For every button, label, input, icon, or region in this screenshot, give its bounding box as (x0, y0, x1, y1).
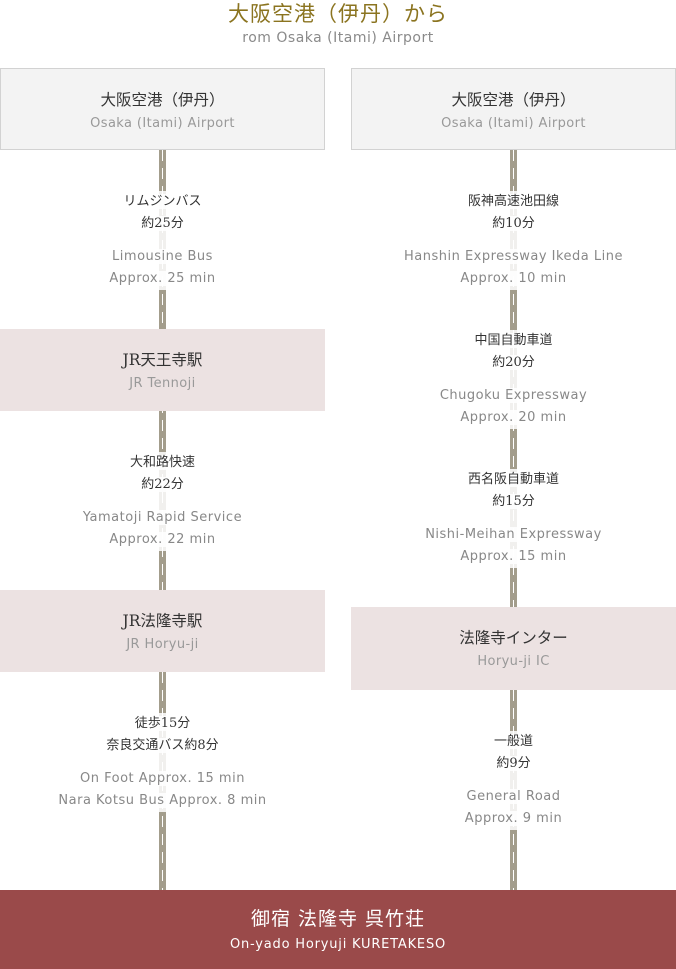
left-seg1-time-ja: 約25分 (140, 216, 185, 231)
left-station1-ja: JR天王寺駅 (122, 351, 203, 369)
right-seg4-time-ja: 約9分 (495, 756, 532, 771)
left-segment-2: 大和路快速 約22分 Yamatoji Rapid Service Approx… (0, 452, 325, 551)
page-title: 大阪空港（伊丹）から (228, 2, 448, 26)
destination-ja: 御宿 法隆寺 呉竹荘 (250, 908, 426, 930)
left-station-tennoji: JR天王寺駅 JR Tennoji (0, 329, 325, 411)
right-seg2-mode-ja: 中国自動車道 (473, 333, 554, 348)
left-station-horyuji: JR法隆寺駅 JR Horyu-ji (0, 590, 325, 672)
right-seg4-mode-en: General Road (465, 789, 562, 804)
left-start-ja: 大阪空港（伊丹） (100, 91, 225, 109)
right-seg1-mode-ja: 阪神高速池田線 (466, 194, 560, 209)
right-seg1-time-en: Approx. 10 min (459, 271, 568, 286)
left-seg3-time-en: Nara Kotsu Bus Approx. 8 min (57, 793, 268, 808)
left-seg3-time-ja: 奈良交通バス約8分 (105, 738, 220, 753)
left-seg1-mode-en: Limousine Bus (111, 249, 214, 264)
left-seg2-time-ja: 約22分 (140, 477, 185, 492)
left-station2-en: JR Horyu-ji (126, 637, 199, 652)
right-seg2-time-ja: 約20分 (491, 355, 536, 370)
left-seg1-mode-ja: リムジンバス (122, 194, 203, 209)
right-seg4-mode-ja: 一般道 (492, 734, 534, 749)
right-seg3-time-ja: 約15分 (491, 494, 536, 509)
right-segment-3: 西名阪自動車道 約15分 Nishi-Meihan Expressway App… (351, 469, 676, 568)
left-start-node: 大阪空港（伊丹） Osaka (Itami) Airport (0, 68, 325, 150)
page-subtitle: rom Osaka (Itami) Airport (242, 30, 434, 46)
left-start-en: Osaka (Itami) Airport (90, 116, 235, 131)
right-seg3-mode-ja: 西名阪自動車道 (466, 472, 560, 487)
right-seg3-mode-en: Nishi-Meihan Expressway (424, 527, 603, 542)
right-segment-2: 中国自動車道 約20分 Chugoku Expressway Approx. 2… (351, 330, 676, 429)
left-segment-1: リムジンバス 約25分 Limousine Bus Approx. 25 min (0, 191, 325, 290)
right-ic-ja: 法隆寺インター (459, 629, 568, 647)
right-seg2-time-en: Approx. 20 min (459, 410, 568, 425)
left-seg1-time-en: Approx. 25 min (108, 271, 217, 286)
destination-en: On-yado Horyuji KURETAKESO (229, 937, 447, 952)
right-seg1-mode-en: Hanshin Expressway Ikeda Line (402, 249, 624, 264)
destination-banner: 御宿 法隆寺 呉竹荘 On-yado Horyuji KURETAKESO (0, 890, 676, 969)
left-station2-ja: JR法隆寺駅 (122, 612, 203, 630)
right-segment-4: 一般道 約9分 General Road Approx. 9 min (351, 731, 676, 830)
right-start-node: 大阪空港（伊丹） Osaka (Itami) Airport (351, 68, 676, 150)
left-segment-3: 徒歩15分 奈良交通バス約8分 On Foot Approx. 15 min N… (0, 713, 325, 812)
left-seg3-mode-ja: 徒歩15分 (133, 716, 192, 731)
right-seg1-time-ja: 約10分 (491, 216, 536, 231)
left-seg2-time-en: Approx. 22 min (108, 532, 217, 547)
right-seg2-mode-en: Chugoku Expressway (438, 388, 589, 403)
right-horyuji-ic: 法隆寺インター Horyu-ji IC (351, 607, 676, 690)
right-segment-1: 阪神高速池田線 約10分 Hanshin Expressway Ikeda Li… (351, 191, 676, 290)
right-seg3-time-en: Approx. 15 min (459, 549, 568, 564)
right-ic-en: Horyu-ji IC (477, 654, 550, 669)
right-start-ja: 大阪空港（伊丹） (451, 91, 576, 109)
left-seg3-mode-en: On Foot Approx. 15 min (79, 771, 246, 786)
left-seg2-mode-ja: 大和路快速 (128, 455, 196, 470)
right-start-en: Osaka (Itami) Airport (441, 116, 586, 131)
left-station1-en: JR Tennoji (129, 376, 196, 391)
right-seg4-time-en: Approx. 9 min (463, 811, 564, 826)
left-seg2-mode-en: Yamatoji Rapid Service (81, 510, 244, 525)
